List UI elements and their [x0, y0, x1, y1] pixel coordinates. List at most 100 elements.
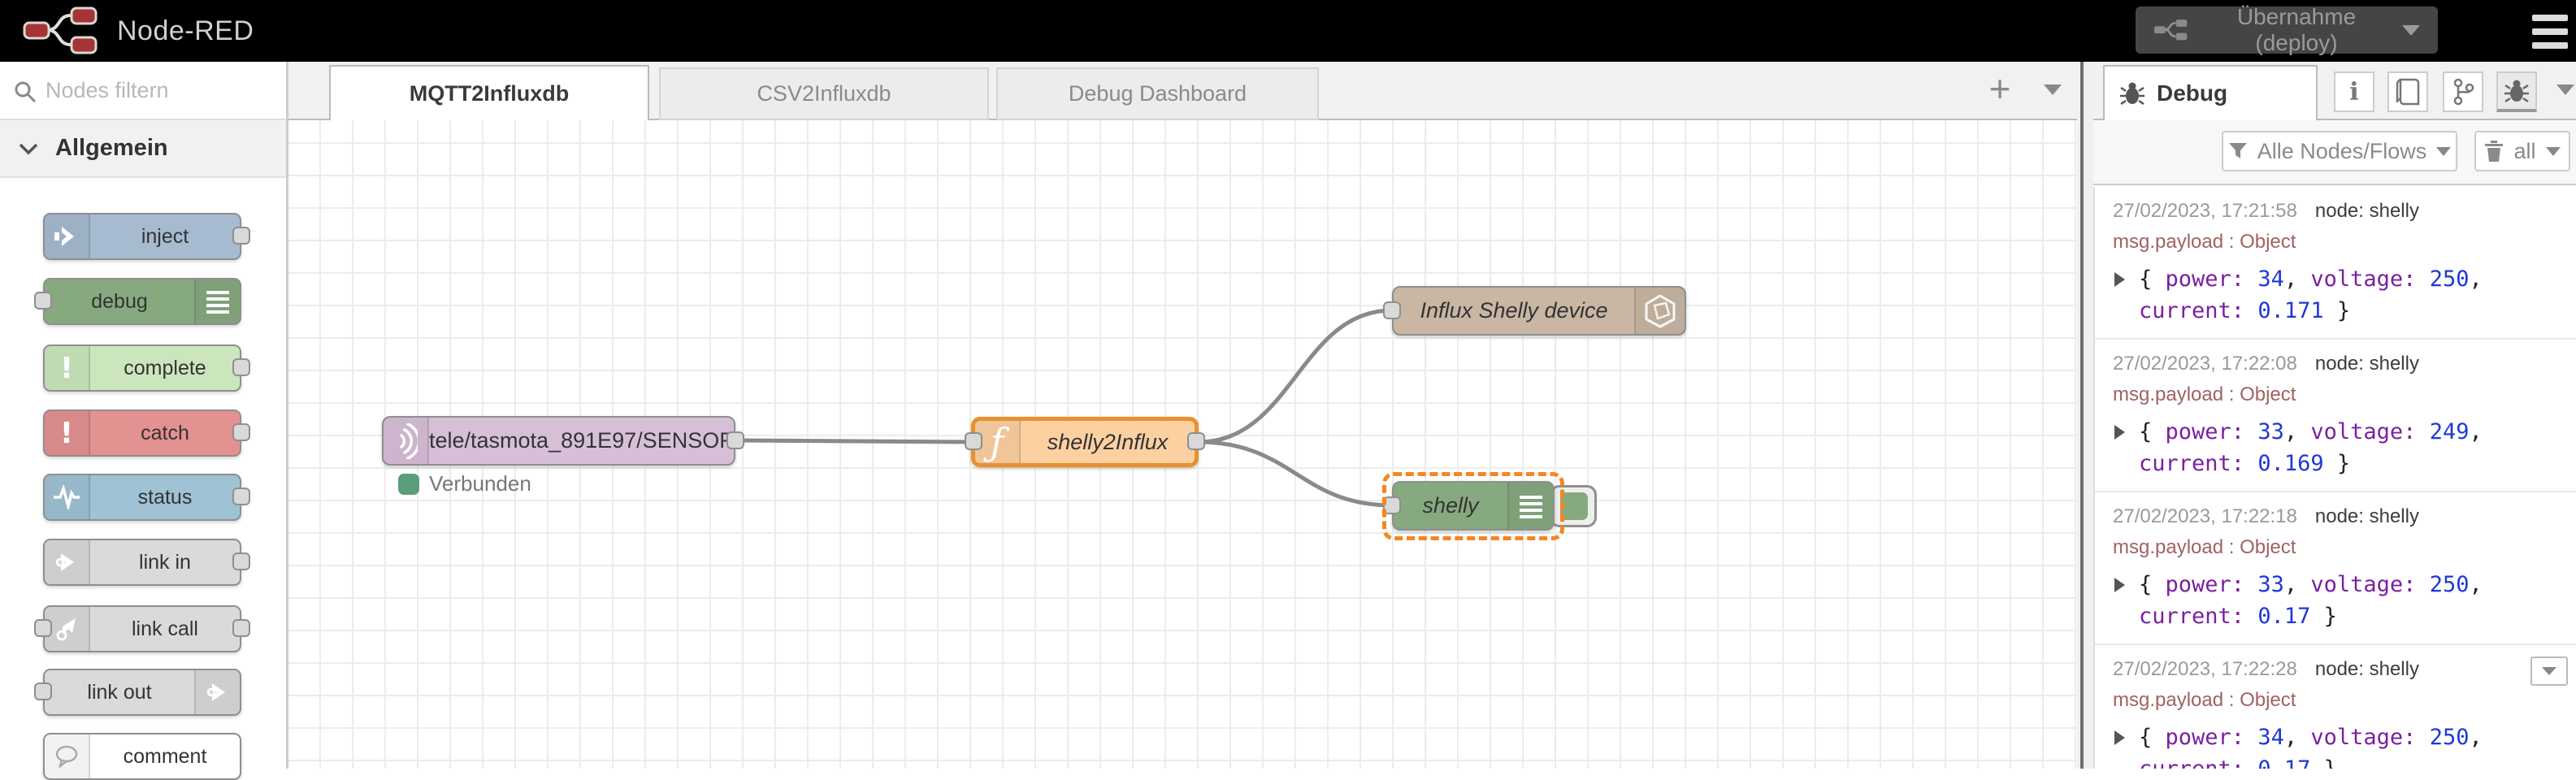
tab-debug-dashboard[interactable]: Debug Dashboard — [996, 67, 1319, 120]
msg-payload: { power: 34, voltage: 250, current: 0.17… — [2113, 722, 2566, 769]
palette-node-link-in[interactable]: link in — [43, 539, 241, 586]
deploy-button[interactable]: Übernahme (deploy) — [2136, 6, 2438, 54]
palette-node-comment[interactable]: comment — [43, 733, 241, 780]
node-label: shelly2Influx — [1021, 421, 1195, 463]
complete-exclamation-icon: ! — [45, 346, 90, 390]
node-output-port[interactable] — [232, 358, 250, 376]
status-connected-dot — [398, 474, 419, 495]
palette-search-input[interactable] — [46, 62, 273, 119]
debug-enable-toggle[interactable] — [1550, 485, 1597, 527]
node-output-port[interactable] — [232, 552, 250, 570]
msg-timestamp: 27/02/2023, 17:22:28 — [2113, 658, 2297, 680]
git-tab-button[interactable] — [2443, 72, 2483, 112]
node-input-port[interactable] — [34, 682, 52, 700]
palette-node-complete[interactable]: ! complete — [43, 344, 241, 392]
msg-source: node: shelly — [2315, 658, 2419, 680]
node-input-port[interactable] — [34, 292, 52, 310]
msg-timestamp: 27/02/2023, 17:22:18 — [2113, 505, 2297, 527]
help-tab-button[interactable] — [2387, 72, 2428, 112]
node-input-port[interactable] — [34, 619, 52, 637]
node-label: Influx Shelly device — [1394, 288, 1634, 334]
message-menu-button[interactable] — [2530, 656, 2568, 686]
palette-node-debug[interactable]: debug — [43, 278, 241, 325]
status-heartbeat-icon — [45, 475, 90, 519]
deploy-options-chevron-icon[interactable] — [2402, 25, 2420, 36]
bug-icon — [2504, 78, 2530, 104]
debug-list-icon — [1507, 483, 1553, 529]
funnel-icon — [2228, 142, 2248, 160]
flow-node-debug-shelly[interactable]: shelly — [1392, 481, 1555, 531]
node-output-port[interactable] — [1187, 432, 1205, 450]
flow-node-influxdb-out[interactable]: Influx Shelly device — [1392, 286, 1686, 336]
palette-node-inject[interactable]: inject — [43, 213, 241, 260]
flow-list-chevron-icon[interactable] — [2044, 84, 2062, 95]
chevron-down-icon — [2436, 147, 2451, 156]
flow-node-mqtt-in[interactable]: tele/tasmota_891E97/SENSOR — [382, 416, 735, 466]
influxdb-logo-icon — [1634, 288, 1685, 334]
node-output-port[interactable] — [232, 423, 250, 441]
flow-canvas[interactable]: tele/tasmota_891E97/SENSOR Verbunden ƒ s… — [288, 120, 2077, 769]
tab-csv2influxdb[interactable]: CSV2Influxdb — [659, 67, 989, 120]
node-palette: Allgemein inject debug ! complete ! catc… — [0, 62, 288, 769]
tab-mqtt2influxdb[interactable]: MQTT2Influxdb — [329, 65, 649, 120]
node-output-port[interactable] — [726, 431, 744, 449]
book-icon — [2396, 78, 2420, 106]
node-label: shelly — [1394, 483, 1507, 529]
wire-function-to-influx[interactable] — [1199, 310, 1392, 442]
flow-tab-bar: MQTT2Influxdb CSV2Influxdb Debug Dashboa… — [288, 62, 2077, 120]
chevron-down-icon — [18, 141, 39, 156]
debug-filter-button[interactable]: Alle Nodes/Flows — [2222, 131, 2457, 171]
msg-timestamp: 27/02/2023, 17:22:08 — [2113, 353, 2297, 375]
chevron-down-icon — [2546, 147, 2561, 156]
msg-property: msg.payload : Object — [2113, 536, 2566, 559]
node-output-port[interactable] — [232, 488, 250, 505]
sidebar-splitter[interactable] — [2077, 62, 2093, 769]
debug-tab-button[interactable] — [2496, 72, 2537, 112]
info-tab-button[interactable]: i — [2334, 72, 2374, 112]
add-flow-button[interactable]: + — [1977, 70, 2023, 112]
debug-sidebar: Debug i — [2093, 62, 2576, 769]
palette-node-link-call[interactable]: link call — [43, 605, 241, 652]
msg-source: node: shelly — [2315, 353, 2419, 375]
msg-payload: { power: 34, voltage: 250, current: 0.17… — [2113, 263, 2566, 327]
palette-node-catch[interactable]: ! catch — [43, 410, 241, 457]
msg-source: node: shelly — [2315, 200, 2419, 222]
expand-triangle-icon[interactable] — [2114, 578, 2125, 592]
msg-property: msg.payload : Object — [2113, 689, 2566, 712]
palette-node-link-out[interactable]: link out — [43, 669, 241, 716]
main-menu-button[interactable] — [2532, 15, 2568, 49]
debug-toolbar: Alle Nodes/Flows all — [2093, 120, 2576, 185]
status-text: Verbunden — [429, 471, 531, 496]
msg-payload: { power: 33, voltage: 249, current: 0.16… — [2113, 416, 2566, 479]
node-input-port[interactable] — [965, 432, 982, 450]
app-title: Node-RED — [117, 15, 254, 47]
debug-clear-button[interactable]: all — [2474, 131, 2570, 171]
palette-category-allgemein[interactable]: Allgemein — [0, 120, 286, 178]
expand-triangle-icon[interactable] — [2114, 730, 2125, 745]
deploy-label: Übernahme (deploy) — [2204, 4, 2389, 56]
sidebar-options-chevron-icon[interactable] — [2556, 84, 2574, 95]
expand-triangle-icon[interactable] — [2114, 272, 2125, 287]
link-out-icon — [194, 670, 240, 714]
wire-function-to-shelly[interactable] — [1199, 442, 1392, 505]
debug-message: 27/02/2023, 17:22:28 node: shelly msg.pay… — [2095, 645, 2576, 769]
palette-node-status[interactable]: status — [43, 474, 241, 521]
node-input-port[interactable] — [1383, 301, 1401, 319]
sidebar-tab-bar: Debug i — [2093, 62, 2576, 120]
wire-mqtt-to-function[interactable] — [735, 440, 971, 442]
mqtt-signal-icon — [384, 418, 429, 464]
trash-icon — [2484, 141, 2504, 162]
msg-source: node: shelly — [2315, 505, 2419, 527]
palette-search — [0, 62, 286, 120]
expand-triangle-icon[interactable] — [2114, 425, 2125, 440]
tab-debug-panel[interactable]: Debug — [2103, 65, 2318, 120]
node-input-port[interactable] — [1383, 496, 1401, 514]
node-output-port[interactable] — [232, 619, 250, 637]
node-output-port[interactable] — [232, 227, 250, 245]
flow-node-function-shelly2influx[interactable]: ƒ shelly2Influx — [971, 417, 1199, 467]
comment-bubble-icon — [45, 734, 90, 778]
msg-timestamp: 27/02/2023, 17:21:58 — [2113, 200, 2297, 222]
msg-property: msg.payload : Object — [2113, 384, 2566, 406]
catch-exclamation-icon: ! — [45, 411, 90, 455]
